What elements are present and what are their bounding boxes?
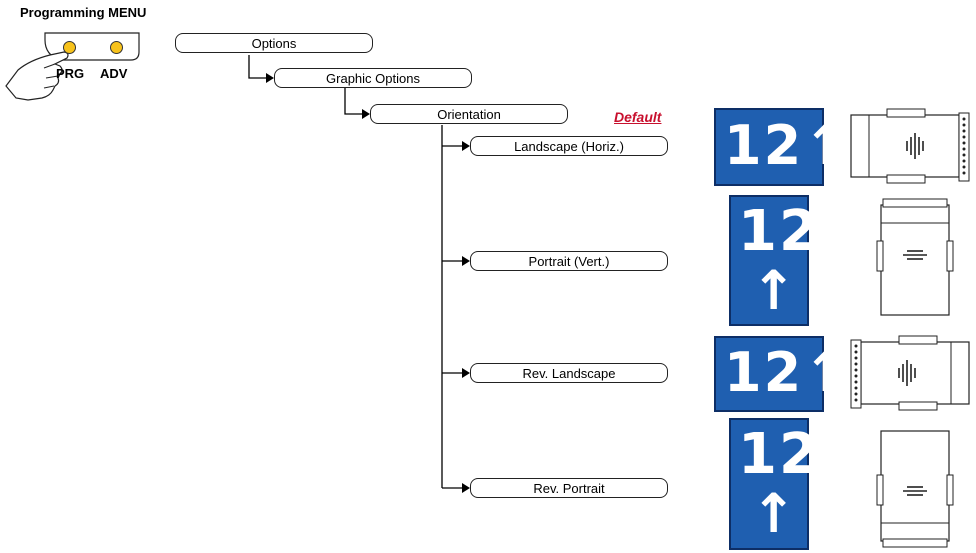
portrait-display: 12 ↑ [729,195,818,326]
rev-portrait-display: 12 ↑ [729,418,818,550]
default-label: Default [614,109,662,125]
portrait-option[interactable]: Portrait (Vert.) [470,251,668,271]
portrait-display-arrow-icon: ↑ [751,259,799,322]
adv-led-icon[interactable] [110,41,123,54]
orientation-menu-item[interactable]: Orientation [370,104,568,124]
portrait-display-text: 12 [738,199,820,264]
portrait-device-icon [876,198,954,316]
rev-landscape-option[interactable]: Rev. Landscape [470,363,668,383]
landscape-display-text: 12↑ [724,114,851,177]
rev-landscape-display-text: 12↑ [724,341,851,404]
landscape-device-icon [850,108,970,184]
programming-menu-title: Programming MENU [20,5,147,20]
rev-portrait-device-icon [876,430,954,548]
rev-portrait-option[interactable]: Rev. Portrait [470,478,668,498]
landscape-option[interactable]: Landscape (Horiz.) [470,136,668,156]
rev-portrait-display-text: 12 [738,422,820,487]
landscape-display: 12↑ [714,108,848,186]
rev-landscape-display: 12↑ [714,336,848,412]
rev-portrait-display-arrow-icon: ↑ [751,482,799,545]
adv-button-label: ADV [100,66,128,81]
pointing-hand-icon [5,51,69,101]
rev-landscape-device-icon [850,335,970,411]
prg-led-icon[interactable] [63,41,76,54]
options-menu-item[interactable]: Options [175,33,373,53]
graphic-options-menu-item[interactable]: Graphic Options [274,68,472,88]
prg-button-label: PRG [56,66,85,81]
